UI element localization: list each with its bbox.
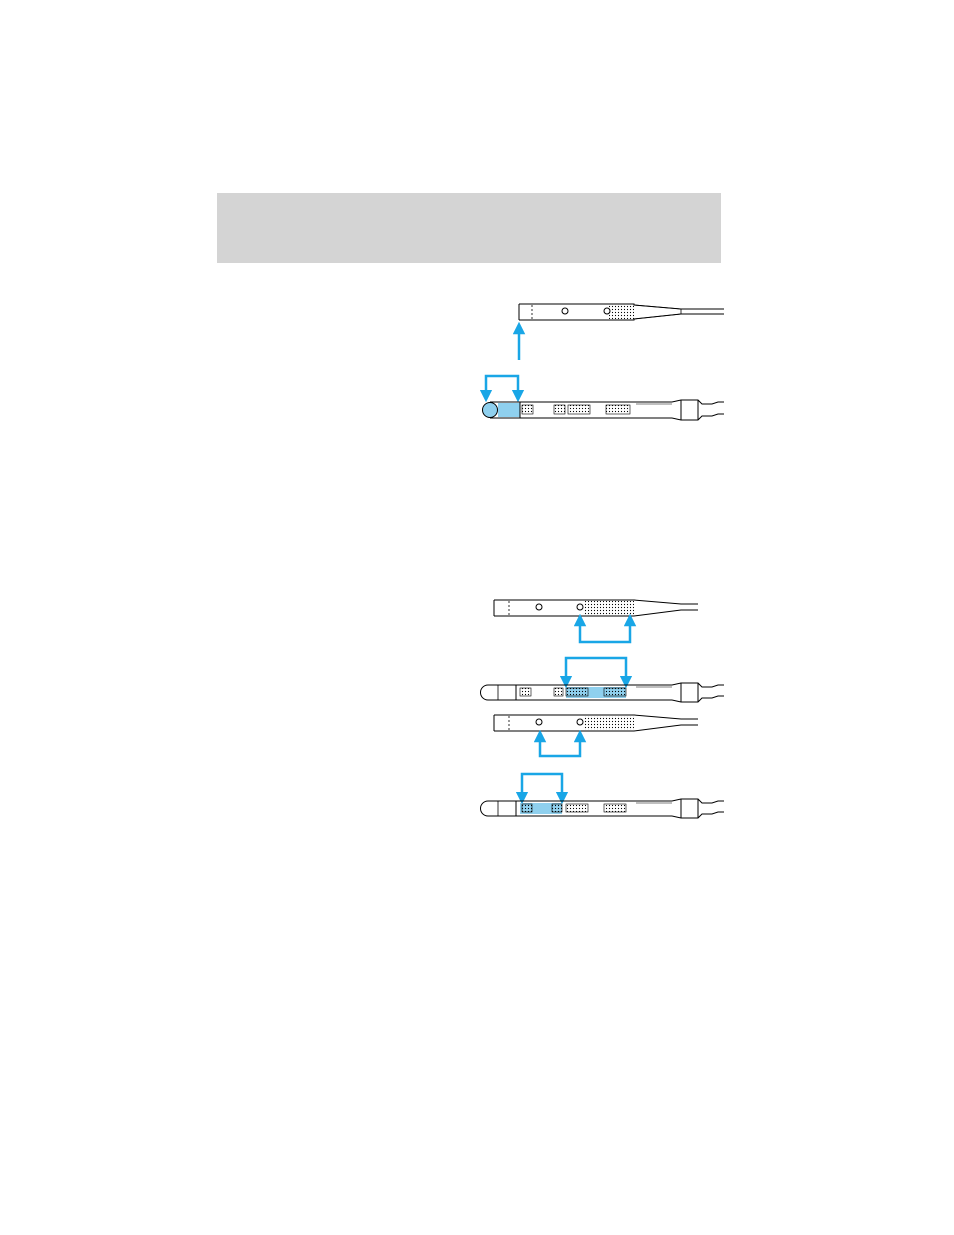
stalk-segment-swap-svg [476, 594, 730, 820]
stalk-upper-part [519, 304, 724, 320]
stalk-lower-full-2 [481, 799, 725, 818]
bracket-arrow-up-2 [540, 736, 580, 756]
stalk-end-removal-illustration [476, 296, 730, 430]
stalk-end-removal-svg [476, 296, 730, 430]
section-header-title [217, 193, 721, 209]
stalk-upper-part-2 [494, 715, 698, 731]
bracket-arrow-down-2 [522, 774, 562, 798]
section-header-bar [217, 193, 721, 263]
bracket-arrow-down-1 [566, 658, 626, 682]
end-cap-bracket-arrow [486, 376, 518, 396]
stalk-upper-part-1 [494, 600, 698, 616]
stalk-lower-full [483, 400, 725, 420]
stalk-lower-full-1 [481, 683, 725, 702]
bracket-arrow-up-1 [580, 620, 630, 642]
stalk-segment-swap-illustration [476, 594, 730, 820]
